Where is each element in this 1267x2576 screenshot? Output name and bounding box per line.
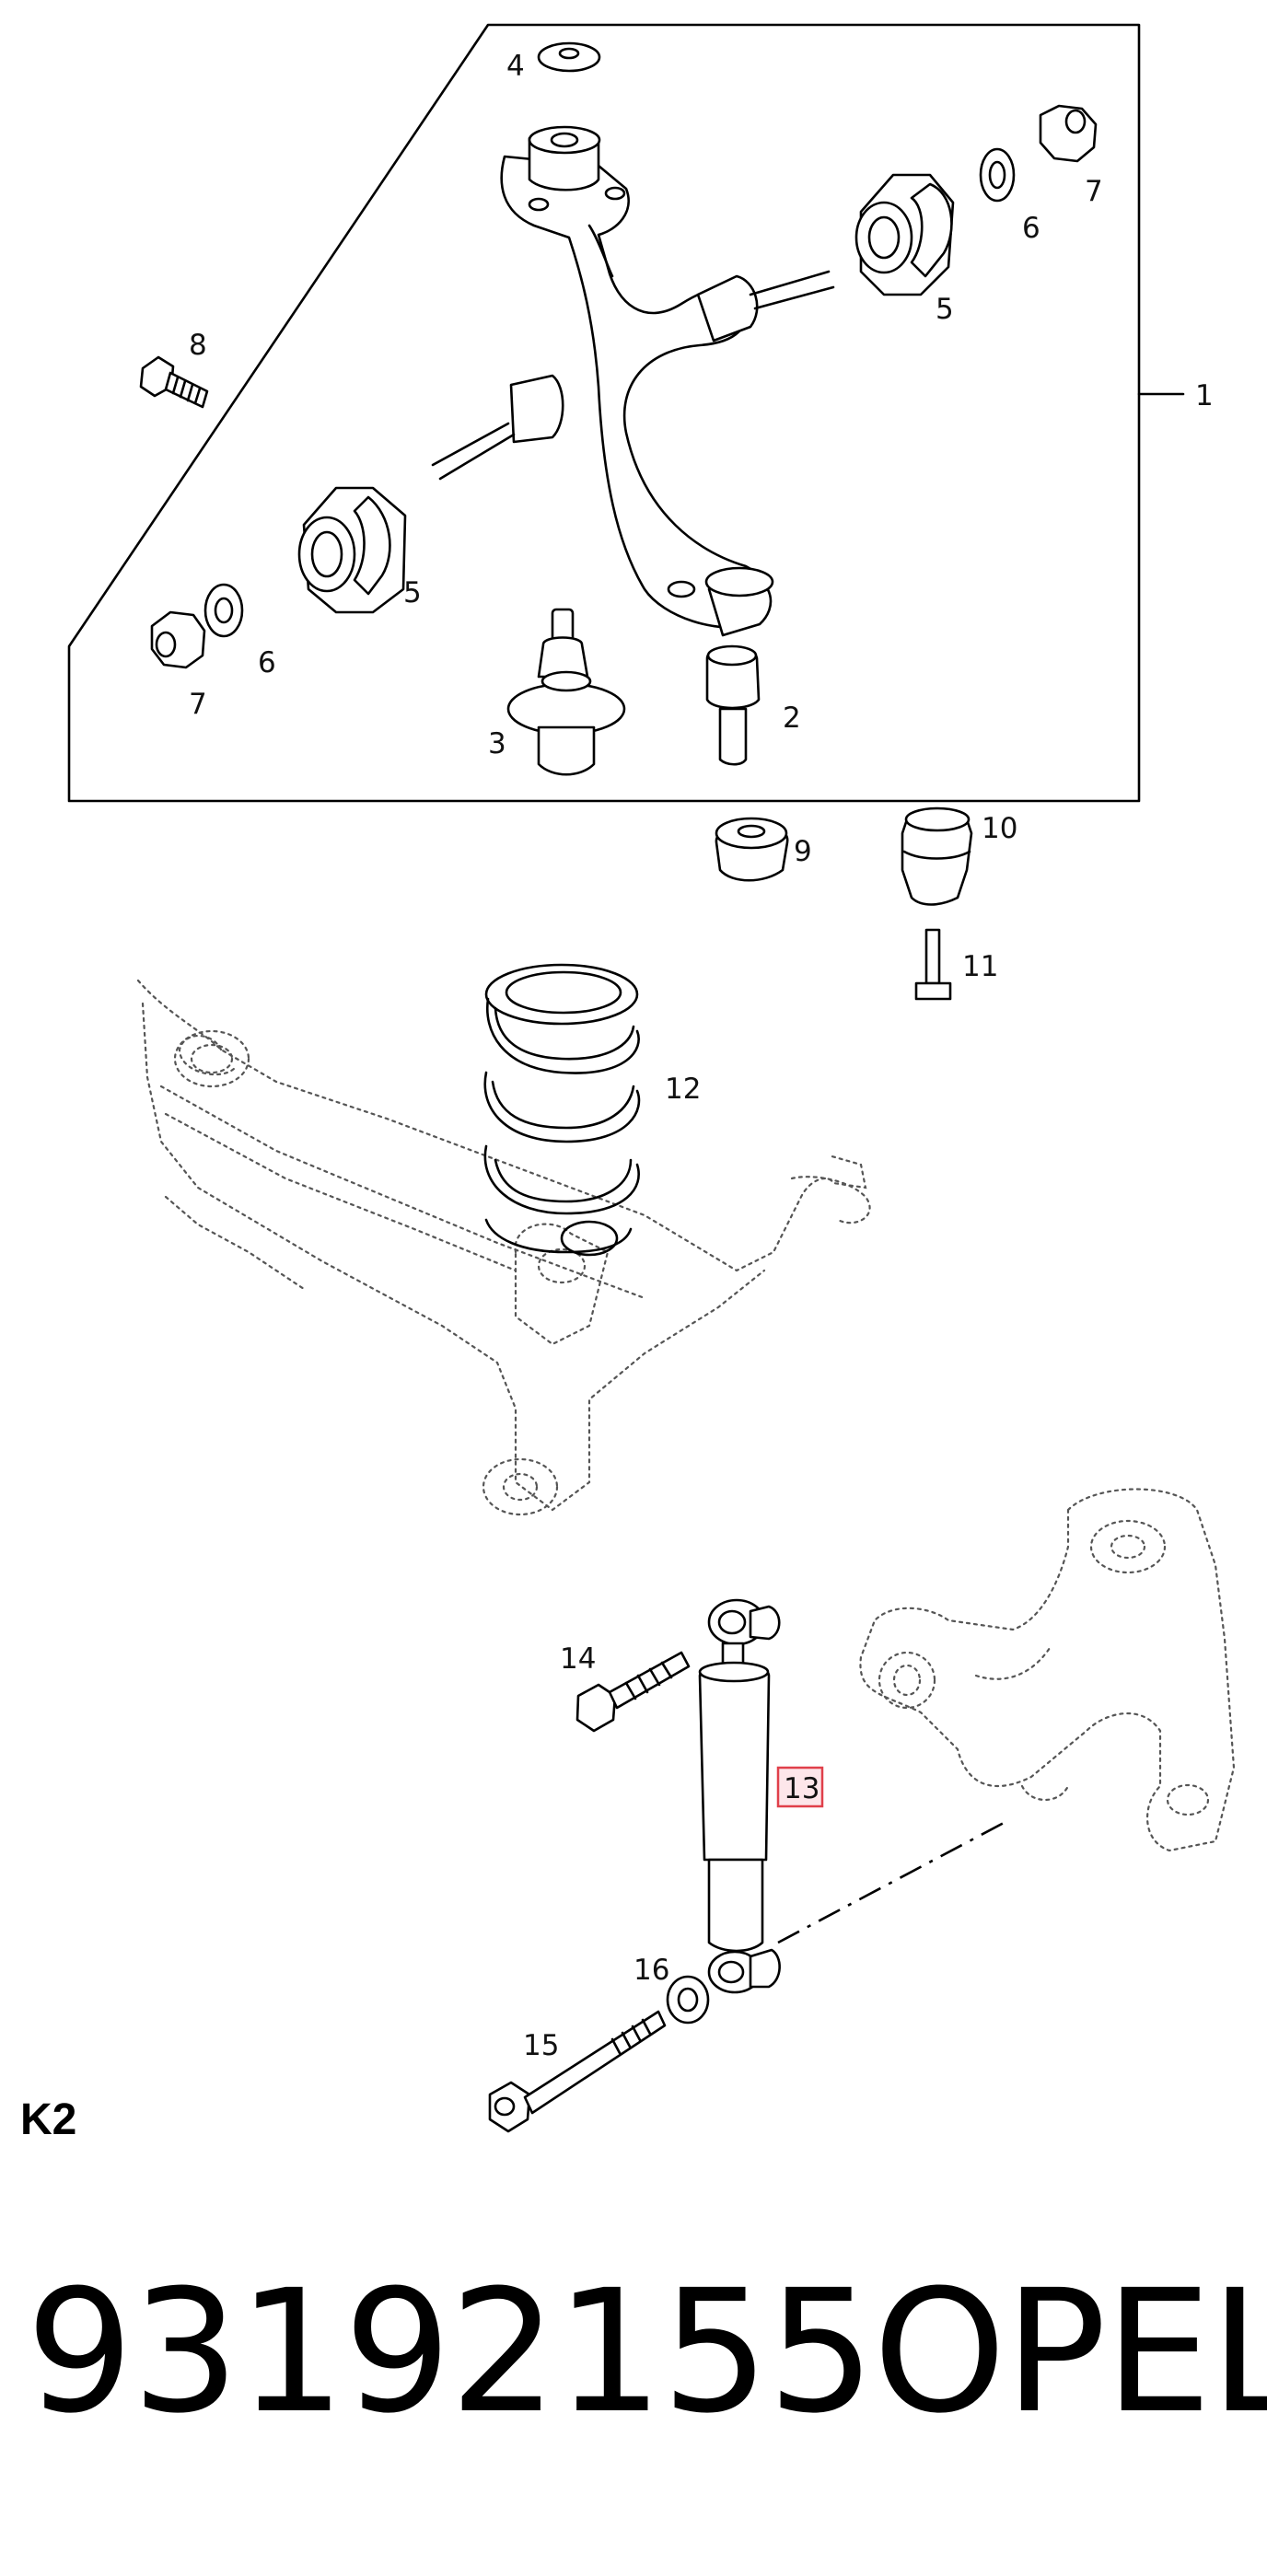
callout-9: 9 — [794, 835, 812, 868]
part-4-washer — [537, 41, 601, 73]
axle-subframe-outline — [136, 979, 871, 1516]
part-6-washer-right — [979, 147, 1016, 203]
part-15-bolt — [488, 2010, 667, 2133]
callout-5-left: 5 — [403, 576, 422, 609]
callout-13: 13 — [784, 1772, 819, 1805]
part-10-buffer — [901, 806, 973, 906]
part-9-bump-stop — [715, 817, 789, 882]
part-13-shock-absorber — [698, 1598, 781, 1994]
part-6-washer-left — [203, 583, 244, 638]
part-8-bolt — [139, 355, 209, 409]
callout-11: 11 — [962, 950, 998, 983]
part-5-bushing-right — [854, 173, 955, 296]
callout-8: 8 — [189, 329, 207, 362]
callout-6-right: 6 — [1022, 212, 1040, 245]
part-11-bolt — [914, 928, 952, 1001]
part-7-nut-left — [150, 610, 206, 669]
part-5-bushing-left — [297, 486, 407, 614]
callout-12: 12 — [665, 1073, 701, 1106]
part-1-control-arm — [431, 125, 835, 637]
callout-10: 10 — [982, 812, 1017, 845]
callout-14: 14 — [560, 1642, 596, 1676]
callout-1: 1 — [1195, 379, 1214, 412]
assembly-frame — [67, 23, 1141, 803]
section-code: K2 — [20, 2095, 76, 2144]
part-number: 93192155 — [26, 2254, 876, 2451]
callout-13-highlight — [776, 1766, 824, 1808]
part-title: 93192155 OPEL — [0, 2246, 1267, 2458]
callout-3: 3 — [488, 727, 506, 760]
callout-5-right: 5 — [936, 293, 954, 326]
brand-name: OPEL — [873, 2254, 1267, 2451]
callout-16: 16 — [634, 1954, 669, 1987]
part-3-ball-joint — [506, 608, 626, 776]
part-12-coil-spring — [483, 963, 641, 1257]
part-16-washer — [666, 1975, 710, 2025]
part-7-nut-right — [1039, 104, 1098, 163]
control-arm-outline — [859, 1488, 1236, 1852]
callout-7-right: 7 — [1085, 175, 1103, 208]
part-14-bolt — [575, 1651, 691, 1733]
part-2-ball-joint — [705, 644, 761, 766]
alignment-line — [777, 1821, 1005, 1944]
callout-7-left: 7 — [189, 688, 207, 721]
callout-4: 4 — [506, 50, 525, 83]
callout-2: 2 — [783, 702, 801, 735]
callout-15: 15 — [523, 2029, 559, 2062]
callout-6-left: 6 — [258, 646, 276, 679]
